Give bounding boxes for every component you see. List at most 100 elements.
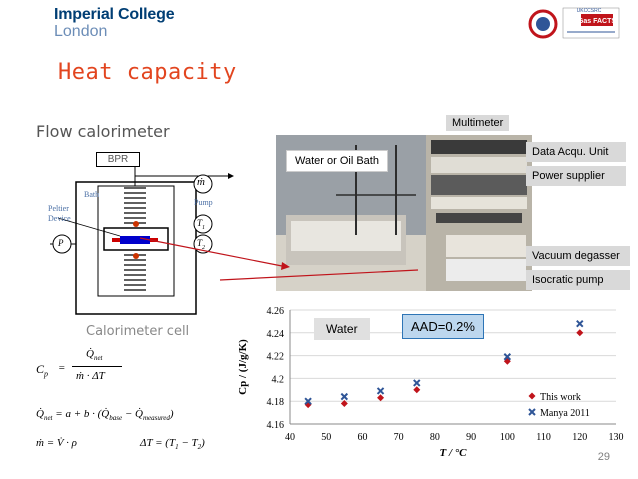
cp-numerator: Q̇net [86, 348, 103, 362]
calorimeter-caption: Calorimeter cell [86, 324, 190, 339]
cp-sub: p [44, 369, 49, 379]
degasser-label: Vacuum degasser [526, 246, 630, 266]
imperial-logo: Imperial College London [54, 6, 175, 40]
manya-point-stroke [576, 319, 584, 328]
aad-badge: AAD=0.2% [402, 314, 484, 339]
peltier-line2: Device [48, 214, 71, 223]
svg-text:UKCCSRC: UKCCSRC [577, 8, 602, 14]
cp-num-sub: net [93, 354, 103, 363]
manya-point [503, 353, 512, 361]
logo-line2: London [54, 23, 108, 40]
this-work-point [304, 401, 312, 409]
this-work-point [413, 386, 421, 394]
pump-photo-label: Isocratic pump [526, 270, 630, 290]
y-tick-label: 4.2 [272, 374, 285, 385]
legend-marker-stroke [528, 408, 536, 416]
y-axis-label: Cp / (J/g/K) [237, 339, 249, 395]
pressure-label: P [58, 238, 64, 248]
dt-sub1: 1 [175, 443, 179, 452]
x-tick-label: 70 [394, 432, 404, 443]
pump-label: Pump [194, 198, 213, 207]
logo-line1: Imperial College [54, 6, 175, 23]
cp-chart: 4.16 4.18 4.2 4.22 4.24 4.26 40 50 60 70 80 90 100 11… [232, 300, 638, 470]
cp-lhs: Cp [36, 362, 48, 378]
this-work-point [340, 399, 348, 407]
y-tick-label: 4.26 [267, 306, 285, 317]
manya-point-stroke [376, 387, 385, 395]
y-tick-label: 4.18 [267, 397, 285, 408]
cp-denominator: ṁ · ΔT [76, 370, 105, 382]
x-tick-label: 60 [357, 432, 367, 443]
svg-text:Gas FACTS: Gas FACTS [578, 18, 616, 25]
manya-point-stroke [304, 397, 312, 405]
this-work-point [503, 357, 511, 365]
bath-label: Bath [84, 190, 100, 199]
x-tick-label: 50 [321, 432, 331, 443]
power-label: Power supplier [526, 166, 626, 186]
manya-point [304, 397, 312, 405]
manya-point [413, 379, 421, 387]
y-tick-label: 4.24 [267, 329, 285, 340]
delta-t-equation: ΔT = (T1 − T2) [140, 437, 205, 451]
x-tick-label: 80 [430, 432, 440, 443]
peltier-label: Peltier Device [48, 204, 71, 224]
page-number: 29 [597, 451, 610, 463]
cp-num-q: Q̇ [86, 348, 94, 360]
dt-minus: − T [178, 437, 198, 449]
q-lhs-sub: net [43, 414, 53, 423]
manya-point [376, 387, 385, 395]
t1-text: T [197, 218, 203, 228]
mass-flow-equation: ṁ = V̇ · ρ [36, 437, 77, 449]
x-tick-label: 40 [285, 432, 295, 443]
cp-c: C [36, 362, 45, 376]
manya-point-stroke [503, 353, 512, 361]
water-bath-label: Water or Oil Bath [286, 150, 388, 172]
legend-marker-manya [528, 408, 536, 416]
manya-point-stroke [340, 392, 349, 401]
slide-title: Heat capacity [58, 60, 237, 85]
q-rhs: = a + b · (Q̇ [55, 408, 110, 420]
cp-equation: Cp = Q̇net ṁ · ΔT [36, 348, 166, 394]
x-axis-label: T / °C [439, 447, 467, 459]
t1-sub: 1 [202, 224, 206, 231]
q-meas-sub: measured [142, 414, 170, 423]
bpr-box: BPR [96, 152, 140, 167]
q-lhs: Q̇ [36, 408, 44, 420]
gas-facts-logo: Gas FACTS UKCCSRC [527, 0, 623, 48]
y-tick-label: 4.22 [267, 352, 285, 363]
q-minus: − Q̇ [122, 408, 143, 420]
mdot-label: ṁ [197, 176, 205, 188]
t2-sub: 2 [202, 244, 206, 251]
qnet-equation: Q̇net = a + b · (Q̇base − Q̇measured) [36, 408, 174, 422]
t1-label: T1 [197, 218, 205, 231]
x-tick-label: 90 [466, 432, 476, 443]
dt-sub2: 2 [197, 443, 202, 452]
x-tick-label: 100 [500, 432, 515, 443]
multimeter-label: Multimeter [446, 115, 510, 131]
peltier-line1: Peltier [48, 204, 69, 213]
dt-lhs: ΔT = (T [140, 437, 176, 449]
legend-label: Manya 2011 [540, 408, 590, 419]
dt-close: ) [201, 437, 205, 449]
x-tick-label: 130 [609, 432, 624, 443]
t2-label: T2 [197, 238, 205, 251]
legend-marker-this-work [528, 392, 536, 400]
daq-label: Data Acqu. Unit [526, 142, 626, 162]
calorimeter-diagram: BPR Bath Pump Peltier Device P T1 T2 ṁ [40, 140, 240, 320]
this-work-point [576, 329, 584, 337]
legend-label: This work [540, 392, 581, 403]
manya-point [576, 319, 584, 328]
this-work-point [377, 394, 385, 402]
section-subtitle: Flow calorimeter [36, 122, 170, 141]
fraction-line [72, 366, 122, 367]
cp-equals: = [58, 362, 66, 374]
q-close: ) [169, 408, 174, 420]
x-tick-label: 110 [536, 432, 551, 443]
water-label: Water [314, 318, 370, 340]
manya-point [340, 392, 349, 401]
q-base-sub: base [109, 414, 123, 423]
manya-point-stroke [413, 379, 421, 387]
y-tick-label: 4.16 [267, 420, 285, 431]
t2-text: T [197, 238, 203, 248]
